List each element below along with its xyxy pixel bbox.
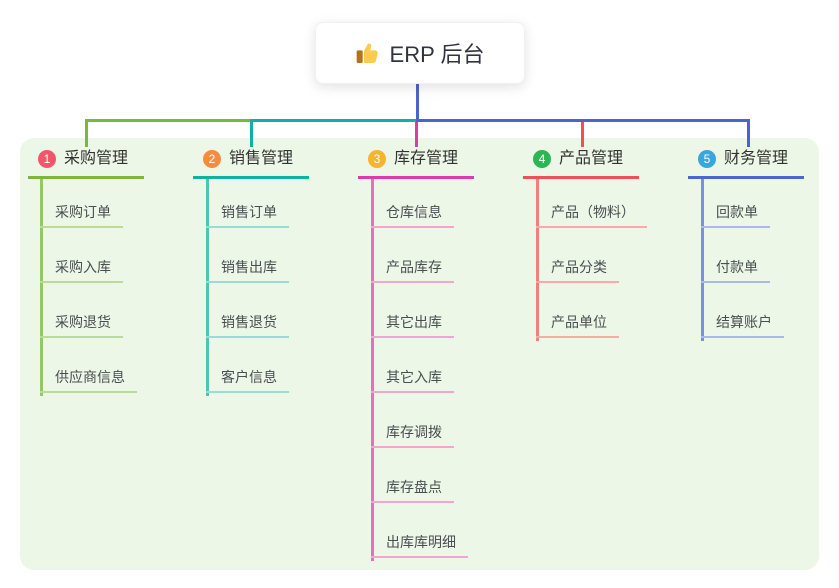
node-customer-info[interactable]: 客户信息 [206,368,289,393]
node-purchase-inbound[interactable]: 采购入库 [40,258,123,283]
node-purchase-order[interactable]: 采购订单 [40,203,123,228]
connector-drop-purchase [85,119,88,147]
connector-drop-inventory [415,122,418,147]
node-supplier-info[interactable]: 供应商信息 [40,368,137,393]
connector-drop-finance [747,119,750,147]
connector-drop-product [581,122,584,147]
node-payment-order[interactable]: 付款单 [701,258,770,283]
connector-root-stem [416,82,419,120]
branch-label: 采购管理 [64,150,129,167]
branch-product-management[interactable]: 4 产品管理 [523,148,640,179]
node-collection-order[interactable]: 回款单 [701,203,770,228]
node-product-category[interactable]: 产品分类 [536,258,619,283]
trunk-finance [701,179,704,341]
node-sales-order[interactable]: 销售订单 [206,203,289,228]
branch-number-badge: 5 [698,150,716,168]
branch-number-badge: 2 [203,150,221,168]
connector-drop-sales [250,119,253,147]
branch-sales-management[interactable]: 2 销售管理 [193,148,310,179]
branch-label: 财务管理 [724,150,789,167]
node-sales-return[interactable]: 销售退货 [206,313,289,338]
node-settlement-account[interactable]: 结算账户 [701,313,784,338]
connector-bus-sales [250,119,417,122]
node-sales-outbound[interactable]: 销售出库 [206,258,289,283]
branch-inventory-management[interactable]: 3 库存管理 [358,148,475,179]
node-product-stock[interactable]: 产品库存 [371,258,454,283]
connector-bus-right [416,119,750,122]
branch-number-badge: 4 [533,150,551,168]
trunk-purchase [40,179,43,396]
node-outbound-detail[interactable]: 出库库明细 [371,533,468,558]
trunk-inventory [371,179,374,561]
branch-purchase-management[interactable]: 1 采购管理 [28,148,145,179]
root-label: ERP 后台 [389,42,485,67]
branch-label: 库存管理 [394,150,459,167]
mindmap-panel [20,138,819,570]
trunk-sales [206,179,209,396]
root-node[interactable]: ERP 后台 [315,22,525,84]
branch-number-badge: 1 [38,150,56,168]
branch-label: 销售管理 [229,150,294,167]
trunk-product [536,179,539,341]
node-product-material[interactable]: 产品（物料） [536,203,647,228]
thumbs-up-icon [356,41,380,65]
branch-finance-management[interactable]: 5 财务管理 [688,148,805,179]
node-other-outbound[interactable]: 其它出库 [371,313,454,338]
node-product-unit[interactable]: 产品单位 [536,313,619,338]
node-other-inbound[interactable]: 其它入库 [371,368,454,393]
node-purchase-return[interactable]: 采购退货 [40,313,123,338]
node-inventory-count[interactable]: 库存盘点 [371,478,454,503]
node-inventory-transfer[interactable]: 库存调拨 [371,423,454,448]
branch-label: 产品管理 [559,150,624,167]
branch-number-badge: 3 [368,150,386,168]
connector-bus-purchase [85,119,253,122]
node-warehouse-info[interactable]: 仓库信息 [371,203,454,228]
